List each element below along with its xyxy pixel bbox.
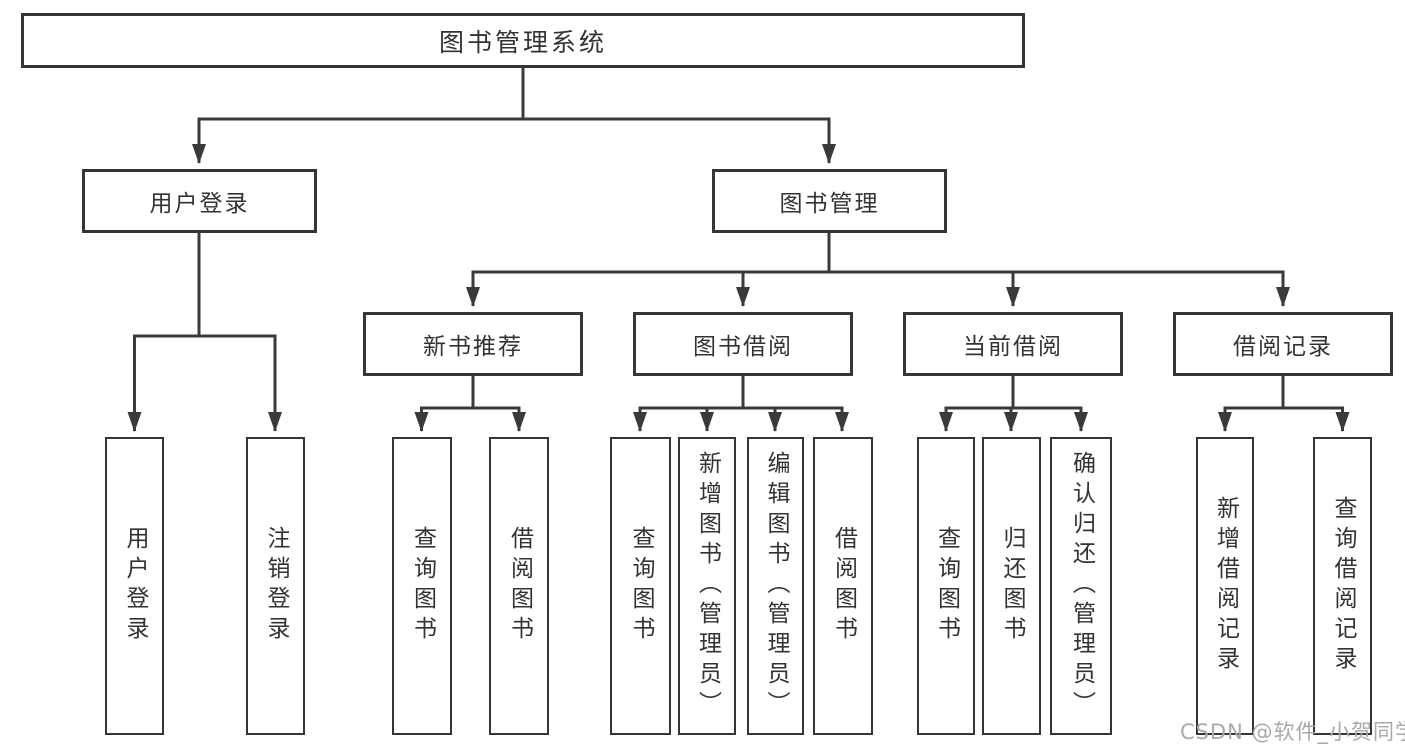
node-user-login: 用户登录: [82, 169, 317, 233]
csdn-watermark: CSDN @软件_小贺同学: [1180, 720, 1405, 744]
node-label: 查询图书: [933, 526, 960, 646]
node-label: 新增图书（管理员）: [694, 451, 721, 721]
leaf-add-books-admin: 新增图书（管理员）: [678, 437, 736, 735]
leaf-borrow-books-recommendation: 借阅图书: [489, 437, 549, 735]
node-new-book-recommendation: 新书推荐: [363, 312, 583, 376]
node-borrowing-records: 借阅记录: [1173, 312, 1393, 376]
node-label: 图书借阅: [693, 334, 793, 360]
node-label: 图书管理: [779, 191, 880, 217]
node-label: 新书推荐: [423, 334, 523, 360]
leaf-query-books-borrowing: 查询图书: [610, 437, 671, 735]
node-label: 借阅图书: [506, 526, 533, 646]
leaf-user-login: 用户登录: [105, 437, 164, 735]
leaf-logout: 注销登录: [246, 437, 305, 735]
node-label: 用户登录: [122, 526, 148, 646]
leaf-query-books-recommendation: 查询图书: [392, 437, 452, 735]
node-root-library-management-system: 图书管理系统: [21, 13, 1025, 68]
node-label: 查询图书: [409, 526, 436, 646]
node-label: 归还图书: [999, 526, 1025, 646]
node-label: 用户登录: [149, 191, 250, 217]
leaf-query-books-current: 查询图书: [917, 437, 975, 735]
leaf-return-books: 归还图书: [982, 437, 1041, 735]
node-label: 借阅图书: [830, 526, 857, 646]
leaf-borrow-books-borrowing: 借阅图书: [813, 437, 873, 735]
node-label: 图书管理系统: [438, 27, 607, 57]
node-label: 当前借阅: [963, 334, 1063, 360]
leaf-query-borrowing-record: 查询借阅记录: [1313, 437, 1372, 735]
node-label: 确认归还（管理员）: [1068, 451, 1095, 721]
node-current-borrowing: 当前借阅: [903, 312, 1123, 376]
node-label: 查询借阅记录: [1330, 496, 1356, 676]
node-label: 注销登录: [263, 526, 289, 646]
leaf-edit-books-admin: 编辑图书（管理员）: [747, 437, 804, 735]
node-label: 借阅记录: [1233, 334, 1333, 360]
node-label: 编辑图书（管理员）: [763, 451, 789, 721]
leaf-confirm-return-admin: 确认归还（管理员）: [1050, 437, 1112, 735]
node-book-management: 图书管理: [712, 169, 947, 233]
leaf-add-borrowing-record: 新增借阅记录: [1196, 437, 1254, 735]
node-label: 新增借阅记录: [1212, 496, 1239, 676]
node-label: 查询图书: [628, 526, 654, 646]
node-book-borrowing: 图书借阅: [633, 312, 853, 376]
